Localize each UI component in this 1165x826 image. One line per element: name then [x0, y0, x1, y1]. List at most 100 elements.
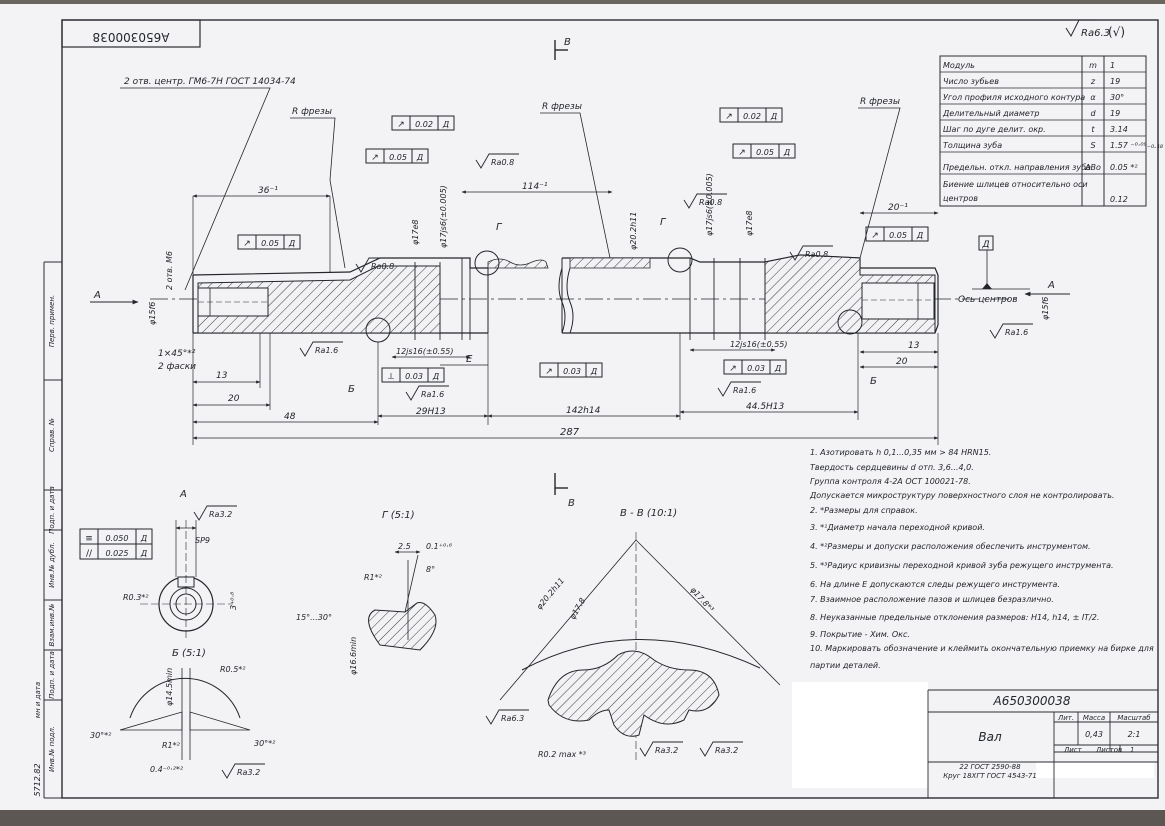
param-value: 19: [1110, 77, 1120, 86]
svg-text:2 фаски: 2 фаски: [158, 362, 196, 372]
svg-text:Д: Д: [981, 240, 989, 250]
svg-text:Д: Д: [140, 534, 147, 543]
param-symbol: m: [1089, 61, 1097, 70]
svg-text:Ra3.2: Ra3.2: [715, 746, 738, 755]
svg-text:(√): (√): [1108, 25, 1125, 39]
svg-text:Ra1.6: Ra1.6: [733, 386, 756, 395]
roughness-mark: Ra3.2: [639, 741, 683, 757]
note-line: 9. Покрытие - Хим. Окс.: [810, 630, 910, 639]
param-symbol: t: [1091, 125, 1095, 134]
side-mark: мн и дата: [34, 682, 42, 718]
side-strip-label: Подп. и дата: [48, 486, 56, 534]
svg-text:13: 13: [908, 341, 920, 351]
svg-text:Г: Г: [660, 217, 667, 228]
param-name-cont: центров: [943, 194, 978, 203]
svg-text:0.05: 0.05: [889, 231, 907, 240]
svg-text:Ra0.8: Ra0.8: [699, 198, 722, 207]
svg-text:20⁻¹: 20⁻¹: [888, 203, 908, 213]
centers-label: 2 отв. центр. ГМ6-7Н ГОСТ 14034-74: [124, 77, 296, 87]
roughness-mark: Ra0.8: [789, 245, 833, 261]
svg-text:А: А: [93, 290, 101, 301]
svg-text:2:1: 2:1: [1128, 730, 1141, 739]
technical-notes: 1. Азотировать h 0,1...0,35 мм > 84 HRN1…: [809, 448, 1154, 670]
svg-text:13: 13: [216, 371, 228, 381]
svg-text://: //: [86, 549, 93, 559]
svg-text:В - В (10:1): В - В (10:1): [620, 508, 677, 519]
svg-text:Е: Е: [466, 354, 473, 365]
svg-text:Б: Б: [870, 376, 877, 387]
svg-text:Ra3.2: Ra3.2: [655, 746, 678, 755]
svg-text:φ16.6min: φ16.6min: [349, 637, 358, 675]
roughness-mark: Ra1.6: [989, 323, 1033, 339]
svg-text:⟂: ⟂: [388, 372, 394, 382]
svg-text:1: 1: [1130, 746, 1134, 754]
svg-text:Д: Д: [770, 112, 777, 121]
note-line: 7. Взаимное расположение пазов и шлицев …: [810, 595, 1054, 604]
param-symbol: d: [1090, 109, 1096, 118]
param-value: 30°: [1110, 93, 1124, 102]
svg-text:20: 20: [896, 357, 908, 367]
roughness-mark: Ra0.8: [475, 153, 519, 169]
svg-text:Ra1.6: Ra1.6: [315, 346, 338, 355]
svg-text:2.5: 2.5: [398, 542, 411, 551]
svg-text:29H13: 29H13: [416, 407, 446, 417]
svg-text:22 ГОСТ 2590-88: 22 ГОСТ 2590-88: [959, 763, 1021, 771]
param-symbol: ΔBo: [1084, 163, 1101, 172]
svg-text:↗: ↗: [545, 367, 553, 377]
svg-text:φ17js6(±0.005): φ17js6(±0.005): [705, 173, 714, 236]
side-strip-label: Инв.№ подл.: [48, 726, 56, 772]
param-symbol: S: [1090, 141, 1095, 150]
svg-text:Г (5:1): Г (5:1): [382, 510, 415, 521]
svg-text:Б: Б: [348, 384, 355, 395]
svg-text:15°...30°: 15°...30°: [296, 613, 332, 622]
svg-text:↗: ↗: [371, 153, 379, 163]
view-b-detail: Б (5:1) R0.5*² φ14.5min 30°*² 30°*² R1*²…: [90, 648, 276, 774]
side-strip-label: Подп. и дата: [48, 651, 56, 699]
svg-text:142h14: 142h14: [566, 406, 601, 416]
svg-text:Ra1.6: Ra1.6: [1005, 328, 1028, 337]
svg-text:0.4⁻⁰·²*²: 0.4⁻⁰·²*²: [150, 765, 184, 774]
svg-text:Ra3.2: Ra3.2: [209, 510, 232, 519]
svg-text:0.05: 0.05: [389, 153, 407, 162]
note-line: 4. *²Размеры и допуски расположения обес…: [810, 542, 1091, 551]
note-line: Группа контроля 4-2А ОСТ 100021-78.: [810, 477, 971, 486]
svg-text:R1*²: R1*²: [364, 573, 383, 582]
param-value: 19: [1110, 109, 1120, 118]
svg-text:Д: Д: [442, 120, 449, 129]
param-symbol: α: [1090, 93, 1096, 102]
svg-text:Лит.: Лит.: [1057, 714, 1074, 722]
svg-text:Д: Д: [416, 153, 423, 162]
note-line: 2. *Размеры для справок.: [810, 506, 918, 515]
param-symbol: z: [1090, 77, 1096, 86]
param-value: 1.57 ⁻⁰·⁰⁹₋₀.₁₈: [1110, 141, 1164, 150]
svg-text:12js16(±0.55): 12js16(±0.55): [396, 347, 454, 356]
svg-text:В: В: [568, 498, 575, 509]
side-strip-label: Справ. №: [48, 418, 56, 452]
roughness-mark: Ra0.8: [355, 257, 399, 273]
svg-text:0.025: 0.025: [106, 549, 129, 558]
stamp-code: A650300038: [93, 30, 170, 44]
side-strip-label: Взам.инв.№: [48, 603, 56, 646]
svg-text:0.05: 0.05: [261, 239, 279, 248]
svg-text:Д: Д: [783, 148, 790, 157]
stamp-box: A650300038: [61, 19, 201, 48]
roughness-mark: Ra6.3: [485, 709, 529, 725]
svg-text:3⁺⁰·⁸: 3⁺⁰·⁸: [229, 591, 238, 610]
svg-text:0,43: 0,43: [1085, 730, 1103, 739]
param-value: 3.14: [1110, 125, 1128, 134]
datum-d: Д: [978, 235, 994, 289]
svg-text:Круг 18ХГТ ГОСТ 4543-71: Круг 18ХГТ ГОСТ 4543-71: [943, 772, 1037, 780]
param-name: Модуль: [943, 61, 975, 70]
svg-text:R0.3*²: R0.3*²: [123, 593, 149, 602]
svg-text:Ra3.2: Ra3.2: [237, 768, 260, 777]
svg-text:Лист: Лист: [1063, 746, 1083, 754]
svg-text:Ra0.8: Ra0.8: [491, 158, 514, 167]
svg-text:0.03: 0.03: [563, 367, 581, 376]
